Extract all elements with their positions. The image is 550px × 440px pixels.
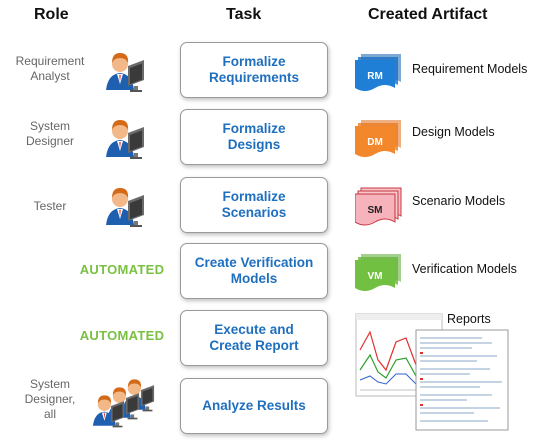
svg-text:DM: DM: [367, 137, 383, 148]
person-at-computer-icon: [106, 188, 144, 227]
task-box: Create Verification Models: [180, 243, 328, 299]
automated-label: AUTOMATED: [79, 262, 165, 277]
document-stack-icon: SM: [355, 187, 402, 226]
task-box: Execute and Create Report: [180, 310, 328, 366]
artifact-label: Reports: [447, 312, 491, 326]
role-label: System Designer, all: [24, 377, 76, 421]
task-box: Formalize Scenarios: [180, 177, 328, 233]
document-stack-icon: DM: [355, 120, 401, 157]
svg-text:VM: VM: [368, 271, 383, 282]
artifact-label: Scenario Models: [412, 194, 506, 208]
task-box: Formalize Requirements: [180, 42, 328, 98]
task-box: Formalize Designs: [180, 109, 328, 165]
artifact-label: Requirement Models: [412, 62, 528, 76]
task-box: Analyze Results: [180, 378, 328, 434]
artifact-label: Design Models: [412, 125, 495, 139]
document-stack-icon: RM: [355, 54, 401, 91]
report-thumbnail-icon: [355, 313, 509, 431]
svg-text:RM: RM: [367, 71, 383, 82]
automated-label: AUTOMATED: [79, 328, 165, 343]
role-label: Requirement Analyst: [15, 54, 85, 83]
header-artifact: Created Artifact: [368, 6, 488, 23]
person-group-icon: [92, 379, 155, 428]
svg-text:SM: SM: [368, 205, 383, 216]
artifact-label: Verification Models: [412, 262, 517, 276]
document-stack-icon: VM: [355, 254, 401, 291]
role-label: Tester: [33, 199, 67, 213]
person-at-computer-icon: [106, 120, 144, 159]
person-at-computer-icon: [106, 53, 144, 92]
role-label: System Designer: [25, 119, 75, 148]
header-task: Task: [226, 6, 262, 23]
header-role: Role: [34, 6, 69, 23]
